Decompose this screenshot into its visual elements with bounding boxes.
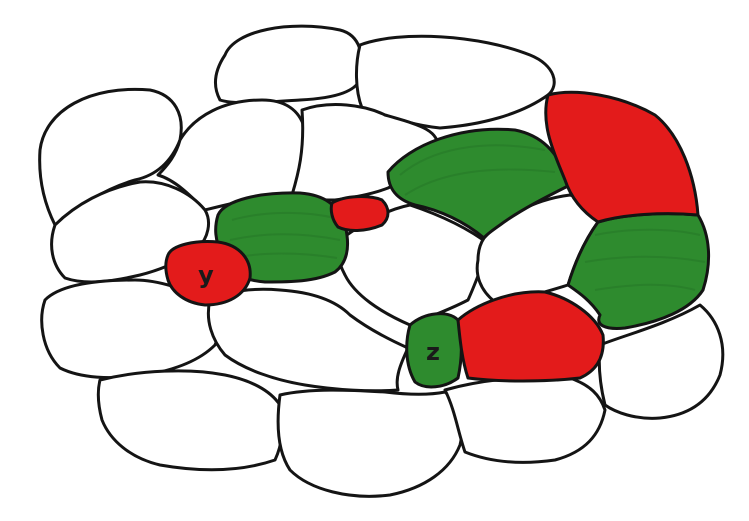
cell-label-z: z	[426, 338, 440, 366]
cell-label-y: y	[198, 261, 214, 289]
white-cell	[445, 377, 605, 462]
white-cell	[215, 26, 361, 103]
red-cell	[458, 292, 603, 381]
white-cell	[98, 371, 282, 470]
white-cell	[278, 390, 462, 496]
red-cell	[331, 197, 388, 231]
